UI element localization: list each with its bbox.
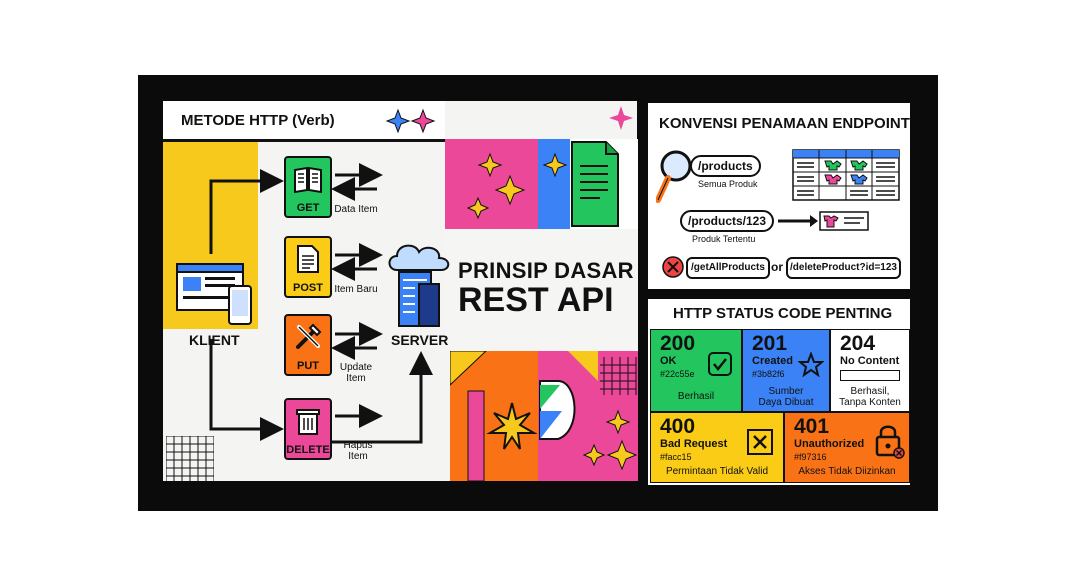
wrong-x-icon bbox=[662, 256, 684, 278]
status-401-hex: #f97316 bbox=[794, 452, 827, 462]
status-200-name: OK bbox=[660, 355, 677, 367]
status-400-card: 400 Bad Request #facc15 Permintaan Tidak… bbox=[650, 412, 784, 483]
item-caption: Produk Tertentu bbox=[692, 234, 756, 244]
client-computer-icon bbox=[176, 263, 252, 325]
status-401-desc: Akses Tidak Diizinkan bbox=[798, 466, 896, 477]
blue-block bbox=[538, 139, 570, 229]
flow-arrows bbox=[209, 163, 433, 444]
status-401-name: Unauthorized bbox=[794, 438, 865, 450]
check-icon bbox=[708, 352, 732, 376]
bad-path-2: /deleteProduct?id=123 bbox=[790, 262, 897, 273]
title-line-2: REST API bbox=[458, 281, 614, 319]
status-204-card: 204 No Content Berhasil, Tanpa Konten bbox=[830, 329, 910, 412]
bad-path-1: /getAllProducts bbox=[691, 262, 765, 273]
collection-caption: Semua Produk bbox=[698, 179, 758, 189]
item-endpoint-pill: /products/123 bbox=[680, 210, 775, 232]
post-label: POST bbox=[293, 282, 323, 294]
status-200-hex: #22c55e bbox=[660, 369, 695, 379]
bad-endpoint-pill-2: /deleteProduct?id=123 bbox=[786, 257, 901, 279]
status-204-code: 204 bbox=[840, 332, 876, 355]
sparkle-icons bbox=[385, 108, 436, 134]
status-401-code: 401 bbox=[794, 415, 830, 438]
title-card bbox=[445, 229, 638, 351]
delete-action: Hapus Item bbox=[343, 440, 373, 462]
status-200-code: 200 bbox=[660, 332, 696, 355]
pink-block bbox=[445, 139, 538, 229]
empty-content-box bbox=[840, 370, 900, 381]
tools-icon bbox=[296, 323, 322, 349]
get-method-box: GET bbox=[284, 156, 332, 218]
document-icon bbox=[297, 245, 319, 273]
status-400-desc: Permintaan Tidak Valid bbox=[665, 466, 769, 477]
collection-path: /products bbox=[698, 159, 753, 173]
status-200-card: 200 OK #22c55e Berhasil bbox=[650, 329, 742, 412]
products-table-icon bbox=[792, 149, 900, 201]
server-cloud-icon bbox=[388, 244, 450, 327]
http-methods-title: METODE HTTP (Verb) bbox=[181, 112, 335, 129]
status-201-code: 201 bbox=[752, 332, 788, 355]
status-201-name: Created bbox=[752, 355, 793, 367]
status-code-title: HTTP STATUS CODE PENTING bbox=[673, 305, 893, 322]
client-label: KLIENT bbox=[189, 332, 240, 348]
grid-decoration bbox=[166, 436, 214, 482]
post-method-box: POST bbox=[284, 236, 332, 298]
star-icon bbox=[798, 352, 824, 378]
x-box-icon bbox=[747, 429, 773, 455]
status-201-hex: #3b82f6 bbox=[752, 369, 785, 379]
status-201-desc: Sumber Daya Dibuat bbox=[758, 386, 814, 408]
post-action: Item Baru bbox=[334, 284, 378, 295]
lock-icon bbox=[875, 425, 905, 459]
status-201-card: 201 Created #3b82f6 Sumber Daya Dibuat bbox=[742, 329, 830, 412]
pink-sparkle-icon bbox=[609, 106, 633, 130]
star-sparkles-icon bbox=[466, 152, 526, 220]
status-200-desc: Berhasil bbox=[677, 391, 715, 402]
bad-endpoint-pill-1: /getAllProducts bbox=[686, 257, 770, 279]
trash-icon bbox=[296, 409, 320, 435]
put-action: Update Item bbox=[339, 362, 373, 384]
delete-method-box: DELETE bbox=[284, 398, 332, 460]
status-401-card: 401 Unauthorized #f97316 Akses Tidak Dii… bbox=[784, 412, 910, 483]
delete-label: DELETE bbox=[286, 444, 330, 456]
endpoint-naming-title: KONVENSI PENAMAAN ENDPOINT bbox=[659, 115, 910, 132]
green-document-icon bbox=[571, 141, 619, 227]
status-204-name: No Content bbox=[840, 355, 900, 367]
status-400-code: 400 bbox=[660, 415, 696, 438]
put-method-box: PUT bbox=[284, 314, 332, 376]
title-line-1: PRINSIP DASAR bbox=[458, 258, 634, 283]
collection-endpoint-pill: /products bbox=[690, 155, 761, 177]
get-label: GET bbox=[296, 202, 320, 214]
status-400-hex: #facc15 bbox=[660, 452, 692, 462]
status-400-name: Bad Request bbox=[660, 438, 728, 450]
book-icon bbox=[294, 166, 322, 194]
item-path: /products/123 bbox=[688, 214, 767, 228]
put-label: PUT bbox=[297, 360, 319, 372]
burst-decoration bbox=[450, 351, 538, 481]
or-word: or bbox=[771, 260, 783, 274]
get-action: Data Item bbox=[334, 204, 378, 215]
item-arrow-card bbox=[778, 211, 869, 231]
server-label: SERVER bbox=[391, 332, 449, 348]
status-204-desc: Berhasil, Tanpa Konten bbox=[839, 386, 901, 408]
pink-block-decor bbox=[539, 351, 638, 471]
small-star-icon bbox=[542, 152, 568, 178]
